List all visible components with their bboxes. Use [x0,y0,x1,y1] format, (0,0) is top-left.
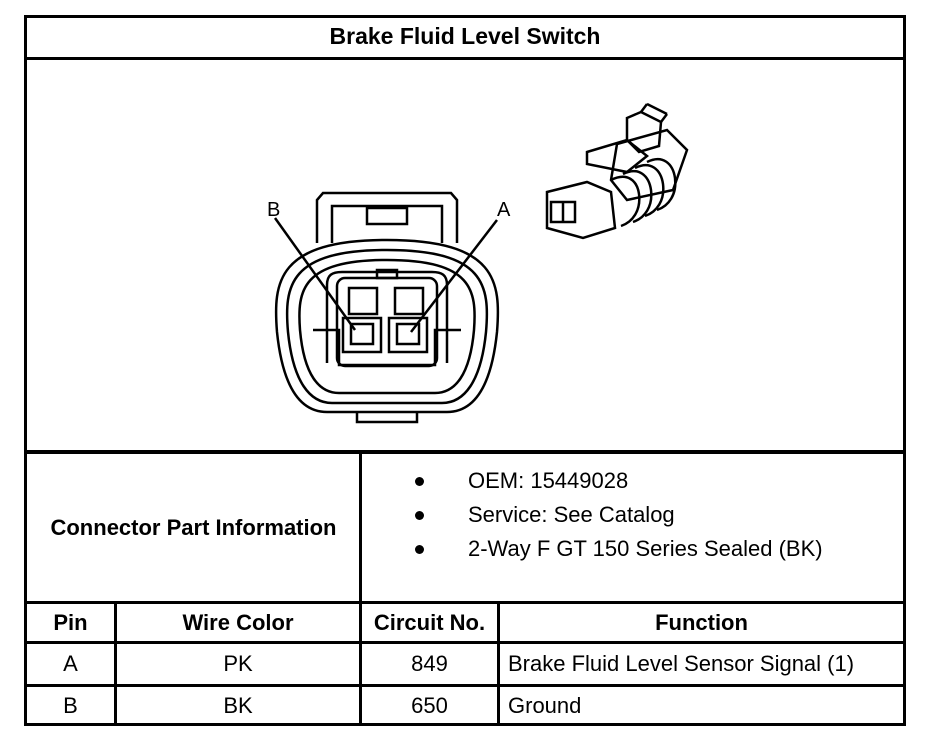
pin-label-b: B [267,199,280,221]
row-a-wire-color: PK [223,651,253,676]
header-function: Function [655,609,748,635]
row-a-circuit: 849 [411,651,448,676]
row-b-wire-color: BK [223,692,253,718]
connector-info-label: Connector Part Information [50,514,337,540]
outer-frame [24,15,906,726]
service-text: Service: See Catalog [468,502,675,527]
divider-row-a [24,684,906,687]
pin-label-a: A [497,199,511,221]
row-b-pin: B [63,692,78,718]
connector-illustration: B A [267,102,689,424]
bullet-icon [415,545,424,554]
header-pin: Pin [53,609,88,635]
divider-col-pin [114,602,117,724]
divider-drawing [24,450,906,454]
bullet-icon [415,477,424,486]
row-a-function: Brake Fluid Level Sensor Signal (1) [508,651,855,676]
divider-info [24,601,906,604]
row-b-circuit: 650 [411,692,448,718]
divider-col-circuit [497,602,500,724]
connector-info-list: OEM: 15449028 Service: See Catalog 2-Way… [415,464,823,566]
connector-type-text: 2-Way F GT 150 Series Sealed (BK) [468,536,823,561]
connector-drawing: B A [27,60,903,450]
list-item: 2-Way F GT 150 Series Sealed (BK) [415,532,823,566]
divider-title [24,57,906,60]
page-title: Brake Fluid Level Switch [329,23,601,49]
list-item: Service: See Catalog [415,498,823,532]
bullet-icon [415,511,424,520]
list-item: OEM: 15449028 [415,464,823,498]
header-wire-color: Wire Color [182,609,294,635]
divider-col-info [359,452,362,724]
row-b-function: Ground [508,692,582,718]
row-a-pin: A [63,651,78,676]
divider-header [24,641,906,644]
oem-text: OEM: 15449028 [468,468,629,493]
header-circuit-no: Circuit No. [373,609,486,635]
